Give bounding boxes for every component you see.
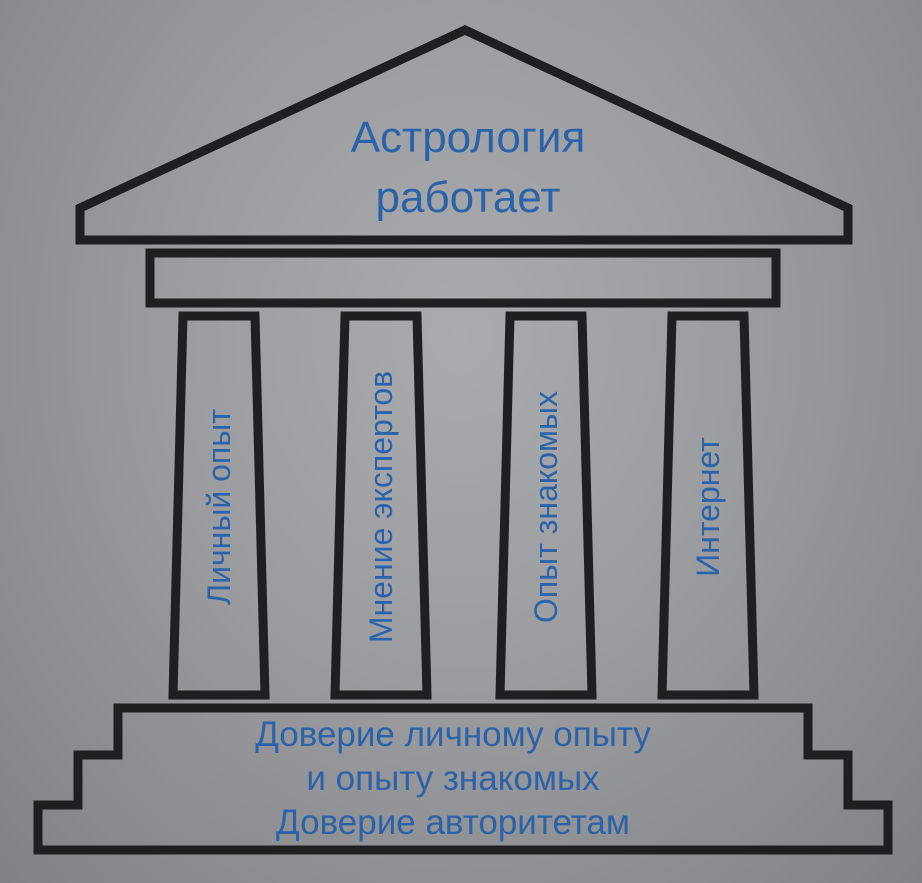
roof-title-line-2: работает — [376, 173, 561, 222]
column-4 — [657, 311, 759, 700]
entablature-beam — [145, 248, 781, 308]
column-3 — [495, 311, 597, 700]
foundation-line-2: и опыту знакомых — [306, 759, 600, 798]
foundation-line-1: Доверие личному опыту — [255, 715, 651, 754]
roof-pediment — [75, 25, 853, 245]
column-1 — [168, 311, 270, 700]
roof-title-line-1: Астрология — [351, 113, 586, 162]
stepped-foundation — [33, 703, 893, 855]
column-3-label: Опыт знакомых — [528, 391, 564, 623]
foundation-line-3: Доверие авторитетам — [276, 803, 630, 842]
column-4-label: Интернет — [690, 437, 726, 577]
column-1-label: Личный опыт — [201, 409, 237, 605]
column-2-label: Мнение экспертов — [363, 371, 399, 643]
column-2 — [330, 311, 432, 700]
